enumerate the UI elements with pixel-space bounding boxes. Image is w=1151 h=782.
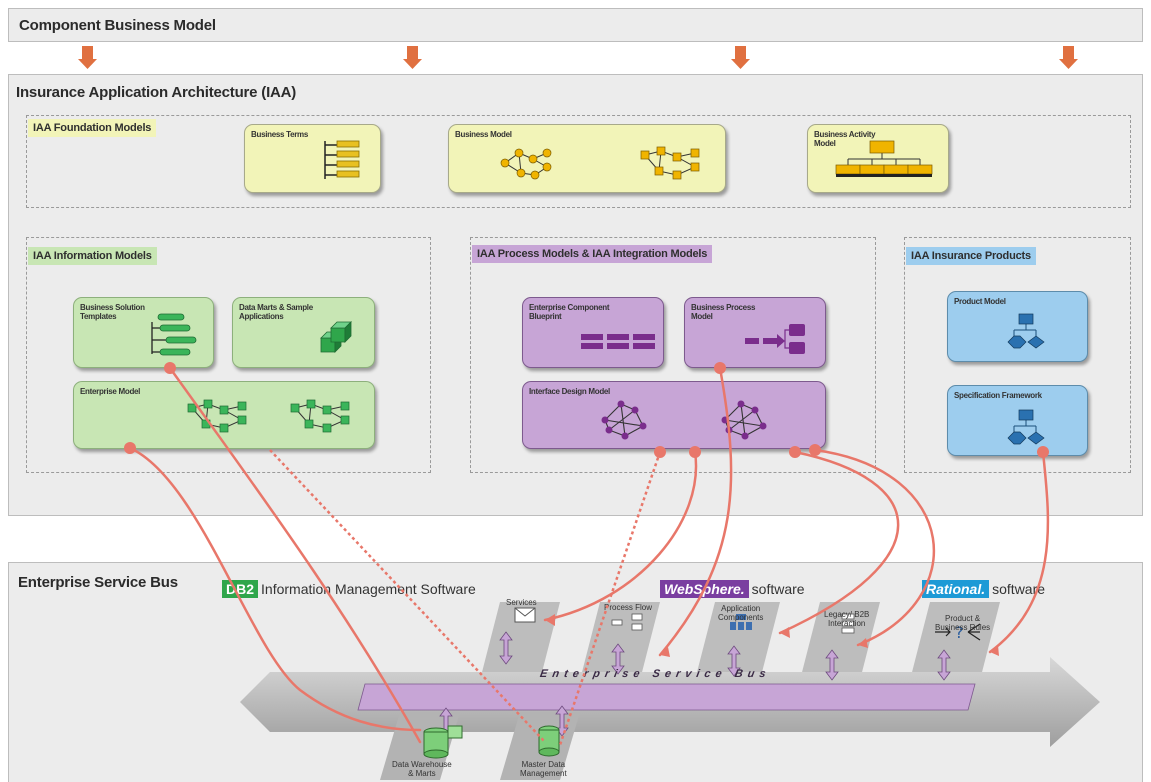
- business-model-box[interactable]: Business Model: [448, 124, 726, 193]
- envelope-icon: [514, 607, 536, 623]
- network-graph-icon: [290, 399, 350, 433]
- interface-design-model-box[interactable]: Interface Design Model: [522, 381, 826, 449]
- cubes-icon: [320, 321, 352, 353]
- hierarchy-icon: [835, 140, 933, 177]
- business-process-model-box[interactable]: Business Process Model: [684, 297, 826, 368]
- network-graph-icon: [500, 148, 552, 180]
- rational-badge: Rational.: [922, 580, 990, 598]
- network-graph-icon: [640, 146, 700, 180]
- business-terms-box[interactable]: Business Terms: [244, 124, 381, 193]
- component-blocks-icon: [581, 334, 655, 349]
- process-flow-icon: [745, 324, 805, 354]
- tree-list-icon: [324, 140, 360, 179]
- decision-tree-icon: [1007, 409, 1045, 445]
- data-marts-sample-applications-label: Data Marts & Sample Applications: [239, 303, 313, 321]
- network-graph-icon: [187, 399, 247, 433]
- business-terms-label: Business Terms: [251, 130, 309, 139]
- foundation-models-group: [26, 115, 1131, 208]
- business-process-model-label: Business Process Model: [691, 303, 756, 321]
- business-solution-templates-label: Business Solution Templates: [80, 303, 145, 321]
- data-marts-sample-applications-box[interactable]: Data Marts & Sample Applications: [232, 297, 375, 368]
- database-icon: [423, 725, 463, 759]
- esb-node-process-flow: Process Flow: [604, 603, 653, 612]
- esb-store-data-warehouse: Data Warehouse & Marts: [392, 760, 452, 778]
- esb-bus-label: Enterprise Service Bus: [539, 668, 772, 680]
- enterprise-component-blueprint-label: Enterprise Component Blueprint: [529, 303, 610, 321]
- insurance-products-tag: IAA Insurance Products: [906, 247, 1036, 265]
- business-model-label: Business Model: [455, 130, 512, 139]
- components-icon: [730, 614, 752, 630]
- specification-framework-box[interactable]: Specification Framework: [947, 385, 1088, 456]
- svg-text:?: ?: [955, 623, 964, 642]
- network-graph-icon: [601, 400, 647, 440]
- business-activity-model-label: Business Activity Model: [814, 130, 876, 148]
- interface-design-model-label: Interface Design Model: [529, 387, 610, 396]
- esb-purple-band: [357, 683, 976, 711]
- esb-node-legacy-b2b: Legacy/ B2B Interaction: [824, 610, 870, 628]
- process-integration-models-tag: IAA Process Models & IAA Integration Mod…: [472, 245, 713, 263]
- cbm-title: Component Business Model: [19, 17, 216, 34]
- network-graph-icon: [721, 400, 767, 440]
- enterprise-component-blueprint-box[interactable]: Enterprise Component Blueprint: [522, 297, 664, 368]
- enterprise-model-box[interactable]: Enterprise Model: [73, 381, 375, 449]
- enterprise-model-label: Enterprise Model: [80, 387, 141, 396]
- foundation-models-tag: IAA Foundation Models: [28, 119, 157, 137]
- decision-tree-icon: [1007, 313, 1045, 349]
- product-model-box[interactable]: Product Model: [947, 291, 1088, 362]
- esb-node-application-components: Application Components: [718, 604, 764, 622]
- business-activity-model-box[interactable]: Business Activity Model: [807, 124, 949, 193]
- esb-store-master-data: Master Data Management: [520, 760, 567, 778]
- database-icon: [538, 725, 560, 757]
- cbm-down-arrows: [78, 46, 1078, 69]
- specification-framework-label: Specification Framework: [954, 391, 1042, 400]
- tree-list-icon: [151, 313, 197, 356]
- esb-node-product-rules: Product & Business Rules: [935, 614, 991, 632]
- product-model-label: Product Model: [954, 297, 1006, 306]
- information-models-tag: IAA Information Models: [28, 247, 157, 265]
- cbm-band: Component Business Model: [8, 8, 1143, 42]
- business-solution-templates-box[interactable]: Business Solution Templates: [73, 297, 214, 368]
- iaa-title: Insurance Application Architecture (IAA): [16, 84, 297, 101]
- rules-icon: ?: [935, 623, 981, 642]
- down-arrow-icon: [78, 46, 1078, 69]
- esb-node-services: Services: [506, 598, 537, 607]
